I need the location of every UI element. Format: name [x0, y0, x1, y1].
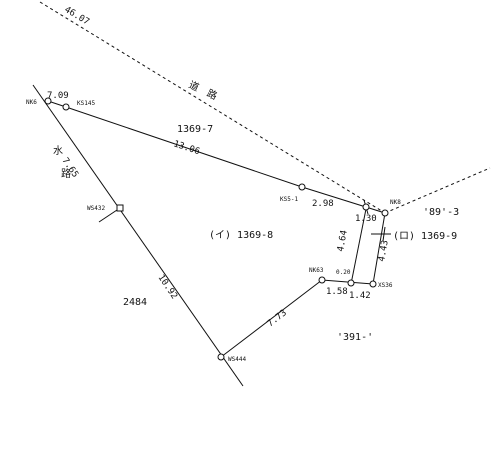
dim-1092: 10.92	[156, 273, 179, 301]
label-ws444: WS444	[228, 356, 246, 363]
road-label: 道 路	[187, 78, 220, 102]
boundary-internal	[350, 208, 367, 285]
marker-xs36	[369, 280, 377, 288]
water-label-2: 路	[61, 167, 71, 180]
road-boundary-line	[39, 1, 386, 214]
boundary-ks145-ks51	[65, 106, 303, 188]
dim-142: 1.42	[349, 291, 371, 301]
dim-464: 4.64	[336, 229, 350, 252]
boundary-nk8-xs36	[372, 212, 386, 285]
dim-443: 4.43	[377, 239, 391, 262]
dim-709: 7.09	[47, 91, 69, 101]
boundary-ks51-nk8	[301, 186, 386, 214]
marker-ks51	[298, 183, 306, 191]
label-ks145: KS145	[77, 100, 95, 107]
dim-773: 7.73	[266, 308, 289, 329]
marker-nk8	[381, 209, 389, 217]
marker-nk6	[44, 97, 52, 105]
label-nk6: NK6	[26, 99, 37, 106]
marker-ks145	[62, 103, 70, 111]
water-label-1: 水	[53, 145, 63, 157]
label-nk8: NK8	[390, 199, 401, 206]
label-ks51: KS5-1	[280, 196, 298, 203]
dim-tick-right-v	[382, 226, 386, 242]
parcel-2484: 2484	[123, 297, 147, 308]
parcel-391: '391-'	[337, 332, 373, 343]
marker-mid	[347, 279, 355, 287]
dim-130: 1.30	[355, 214, 377, 224]
parcel-1369-9: (ロ) 1369-9	[393, 231, 457, 242]
water-channel-line	[32, 84, 244, 387]
marker-nk8-a	[362, 203, 370, 211]
dim-298: 2.98	[312, 199, 334, 209]
parcel-369-3: '89'-3	[423, 207, 459, 218]
boundary-xs36-nk63	[321, 279, 374, 285]
dim-1306: 13.06	[172, 139, 201, 157]
label-nk63: NK63	[309, 267, 324, 274]
marker-nk63	[318, 276, 326, 284]
parcel-1369-7: 1369-7	[177, 124, 213, 135]
marker-ws444	[217, 353, 225, 361]
boundary-nk63-ws444	[220, 279, 323, 358]
dim-158: 1.58	[326, 287, 348, 297]
parcel-1369-8: (イ) 1369-8	[209, 230, 273, 241]
label-ws432: WS432	[87, 205, 105, 212]
label-xs36: XS36	[378, 282, 393, 289]
road-boundary-line-ext	[384, 167, 491, 214]
marker-ws432	[116, 204, 124, 212]
dim-020: 0.20	[336, 269, 351, 276]
